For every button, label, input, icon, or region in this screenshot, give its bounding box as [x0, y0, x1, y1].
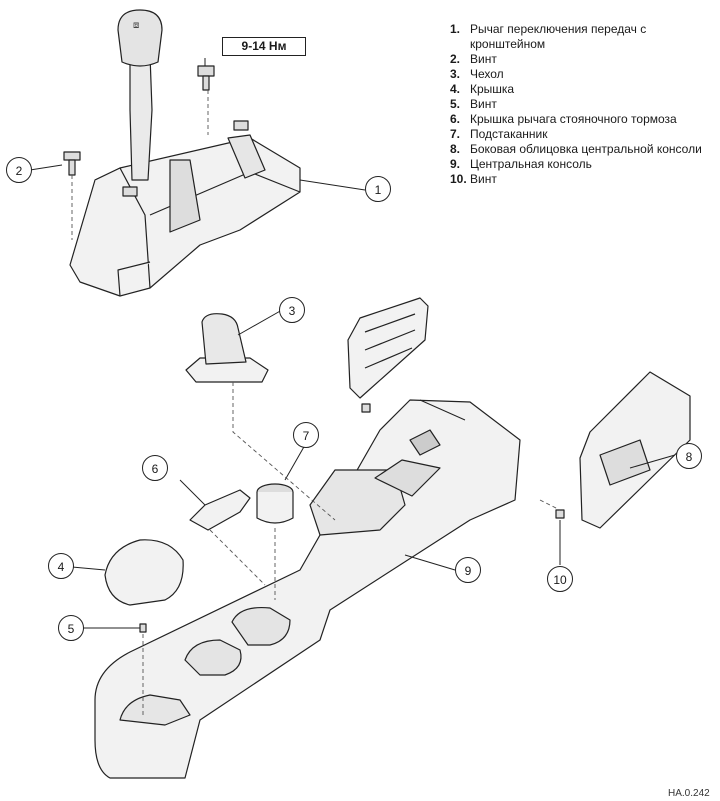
legend-item: 5.Винт: [450, 97, 497, 111]
legend-item: 3.Чехол: [450, 67, 504, 81]
legend-item: 6.Крышка рычага стояночного тормоза: [450, 112, 677, 126]
screw-10: [555, 509, 565, 519]
callout-7: 7: [293, 422, 319, 448]
legend-item: 9.Центральная консоль: [450, 157, 592, 171]
console-lid: [104, 539, 184, 606]
callout-3: 3: [279, 297, 305, 323]
legend-item: 8.Боковая облицовка центральной консоли: [450, 142, 702, 156]
legend-item: 10.Винт: [450, 172, 497, 186]
callout-5: 5: [58, 615, 84, 641]
callout-2: 2: [6, 157, 32, 183]
callout-1: 1: [365, 176, 391, 202]
svg-text:⧈: ⧈: [133, 20, 139, 31]
screw-2: [63, 151, 81, 176]
screw-bracket: [122, 120, 249, 197]
callout-8: 8: [676, 443, 702, 469]
callout-6: 6: [142, 455, 168, 481]
callout-4: 4: [48, 553, 74, 579]
callout-9: 9: [455, 557, 481, 583]
screw-top: [197, 65, 215, 91]
cup-holder: [256, 483, 294, 524]
gear-lever-assembly: ⧈: [69, 9, 301, 297]
document-code: HA.0.242: [668, 788, 710, 799]
parking-brake-cover: [189, 489, 251, 531]
callout-10: 10: [547, 566, 573, 592]
screw-mid: [361, 403, 371, 413]
side-panel-upper: [347, 297, 429, 399]
legend-item: 4.Крышка: [450, 82, 515, 96]
screw-5: [139, 623, 147, 633]
parts-legend: 1.Рычаг переключения передач с кронштейн…: [450, 22, 712, 187]
shift-boot: [185, 313, 269, 383]
legend-item: 2.Винт: [450, 52, 497, 66]
torque-label: 9-14 Нм: [222, 37, 306, 56]
legend-item: 1.Рычаг переключения передач с кронштейн…: [450, 22, 647, 51]
legend-item: 7.Подстаканник: [450, 127, 548, 141]
side-trim-panel: [579, 371, 691, 529]
